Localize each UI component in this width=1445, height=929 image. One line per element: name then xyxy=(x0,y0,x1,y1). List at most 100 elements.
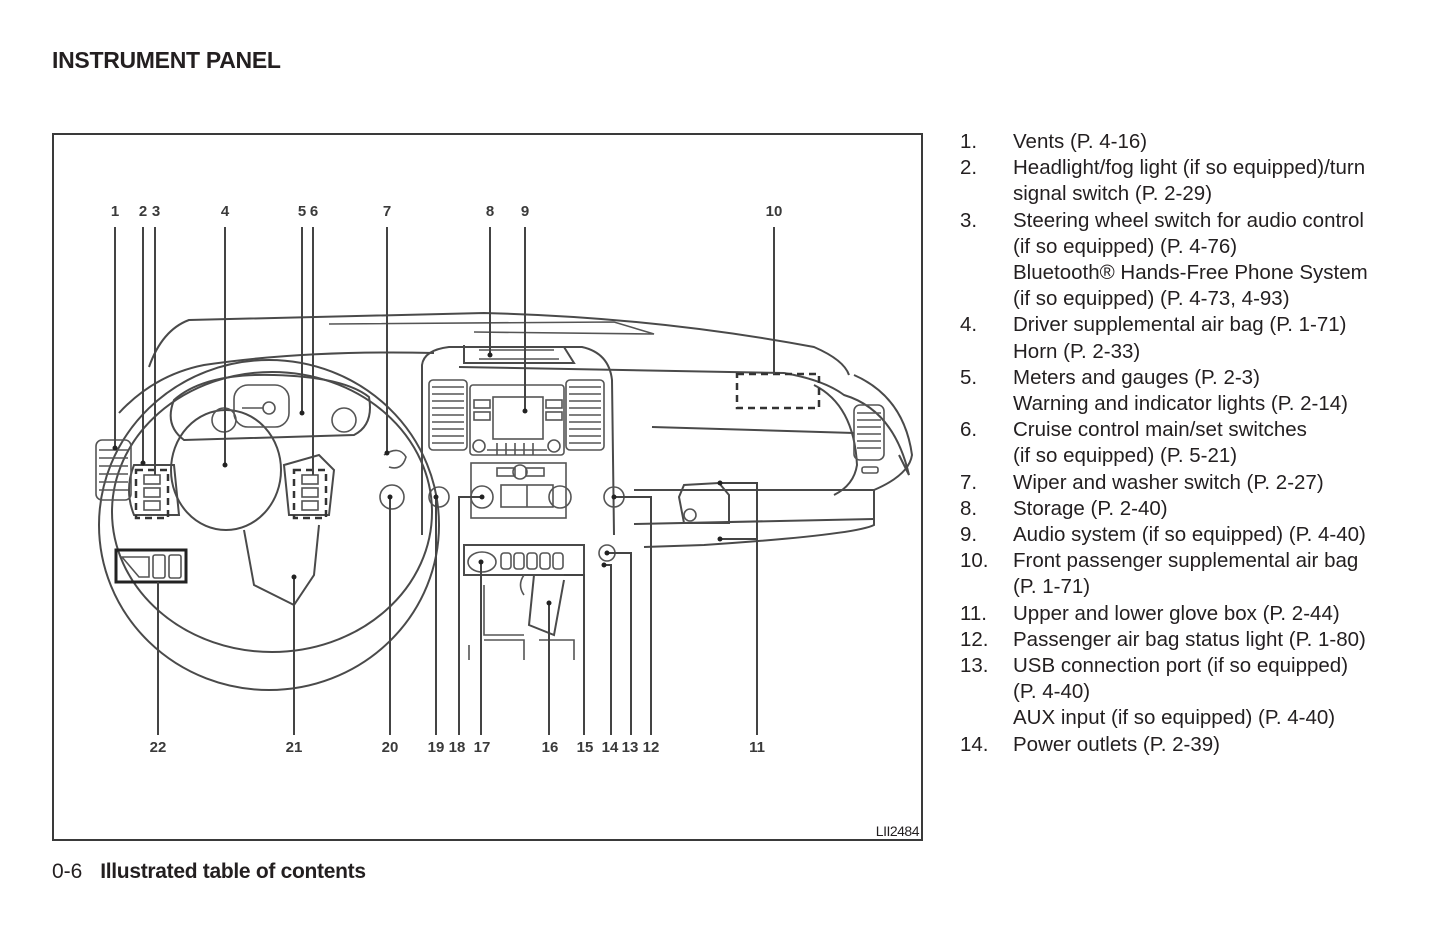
legend-item-text: Meters and gauges (P. 2-3) xyxy=(1013,365,1260,389)
legend-item-text: (P. 4-40) xyxy=(1013,680,1091,704)
storage-compartment xyxy=(463,345,576,364)
legend-list: 1. Vents (P. 4-16)2.Headlight/fog light (… xyxy=(960,129,1430,758)
callout-21: 21 xyxy=(286,739,303,756)
page-footer: 0-6 Illustrated table of contents xyxy=(52,860,366,884)
legend-item: 4.Driver supplemental air bag (P. 1-71)H… xyxy=(960,312,1430,364)
callout-19: 19 xyxy=(428,739,445,756)
legend-item-number: 4. xyxy=(960,313,978,337)
legend-item-text: Front passenger supplemental air bag xyxy=(1013,549,1359,573)
legend-item-number: 7. xyxy=(960,470,978,494)
dash-middle-line xyxy=(651,426,855,434)
callout-20: 20 xyxy=(382,739,399,756)
legend-item-number: 6. xyxy=(960,418,978,442)
legend-item-text: Cruise control main/set switches xyxy=(1013,418,1307,442)
legend-item-number: 8. xyxy=(960,496,978,520)
passenger-side-curve xyxy=(813,384,859,496)
legend-item: 7. Wiper and washer switch (P. 2-27) xyxy=(960,470,1430,496)
legend-item: 2.Headlight/fog light (if so equipped)/t… xyxy=(960,155,1430,207)
legend-item-text: Wiper and washer switch (P. 2-27) xyxy=(1013,470,1324,494)
leader-lines xyxy=(112,227,775,735)
legend-item-text: Storage (P. 2-40) xyxy=(1013,496,1168,520)
callout-15: 15 xyxy=(577,739,594,756)
steering-wheel-inner xyxy=(111,371,433,653)
wiper-stalk xyxy=(383,449,407,469)
legend-item: 8. Storage (P. 2-40) xyxy=(960,496,1430,522)
center-stack-outer xyxy=(421,346,615,536)
audio-switch-area xyxy=(134,468,170,520)
page-number: 0-6 xyxy=(52,860,83,883)
dashboard-drawing xyxy=(95,311,914,691)
ignition-switch xyxy=(379,484,405,510)
legend-item: 12. Passenger air bag status light (P. 1-… xyxy=(960,627,1430,653)
callout-4: 4 xyxy=(221,203,230,220)
lower-left-switch-panel xyxy=(114,548,188,584)
legend-item-text: (if so equipped) (P. 4-73, 4-93) xyxy=(1013,287,1290,311)
passenger-airbag-area xyxy=(735,372,821,410)
legend-item: 1. Vents (P. 4-16) xyxy=(960,129,1430,155)
legend-item-text: Vents (P. 4-16) xyxy=(1013,130,1148,153)
legend-item-number: 9. xyxy=(960,523,978,547)
callout-22: 22 xyxy=(150,739,167,756)
legend-item-text: Upper and lower glove box (P. 2-44) xyxy=(1013,601,1340,625)
lower-spoke xyxy=(243,524,320,607)
callout-11: 11 xyxy=(749,739,765,756)
glove-box-divider xyxy=(633,518,875,525)
dash-top-edge xyxy=(148,311,850,376)
driver-side-vent xyxy=(95,439,132,501)
meter-cluster xyxy=(169,373,371,442)
legend-item-number: 2. xyxy=(960,156,978,180)
legend-item: 5.Meters and gauges (P. 2-3)Warning and … xyxy=(960,365,1430,417)
legend-item-number: 11. xyxy=(960,601,987,625)
legend-item-number: 13. xyxy=(960,654,989,678)
right-spoke xyxy=(282,453,336,516)
legend-item-text: USB connection port (if so equipped) xyxy=(1013,654,1349,678)
callout-17: 17 xyxy=(474,739,491,756)
legend-item-text: (P. 1-71) xyxy=(1013,575,1091,599)
legend-item-number: 10. xyxy=(960,549,989,573)
callout-14: 14 xyxy=(602,739,619,756)
legend-item-text: Passenger air bag status light (P. 1-80) xyxy=(1013,627,1366,651)
dash-upper-contour xyxy=(118,351,435,414)
center-vent-left xyxy=(428,379,468,451)
instrument-panel-figure: 1 2 3 4 5 6 7 8 9 10 22 21 20 19 18 17 1… xyxy=(52,133,923,841)
cruise-switch-area xyxy=(292,468,328,520)
passenger-end-panel xyxy=(853,374,914,491)
legend-item-number: 12. xyxy=(960,627,989,651)
legend-item-number: 14. xyxy=(960,732,989,756)
callout-3: 3 xyxy=(152,203,160,220)
legend-item-text: signal switch (P. 2-29) xyxy=(1013,182,1213,206)
steering-wheel-rim xyxy=(98,359,440,691)
legend-item-text: Steering wheel switch for audio control xyxy=(1013,208,1364,232)
shift-lever xyxy=(527,574,565,637)
callout-12: 12 xyxy=(643,739,660,756)
legend-item-text: (if so equipped) (P. 5-21) xyxy=(1013,444,1238,468)
callout-7: 7 xyxy=(383,203,391,220)
legend-item-text: Warning and indicator lights (P. 2-14) xyxy=(1013,392,1349,416)
legend-item-text: Audio system (if so equipped) (P. 4-40) xyxy=(1013,523,1366,547)
audio-unit xyxy=(469,384,565,456)
callout-16: 16 xyxy=(542,739,559,756)
legend-item: 6. Cruise control main/set switches(if so… xyxy=(960,417,1430,469)
chapter-title: Illustrated table of contents xyxy=(100,860,366,883)
callout-9: 9 xyxy=(521,203,529,220)
legend-item-text: Power outlets (P. 2-39) xyxy=(1013,732,1221,756)
figure-id: LII2484 xyxy=(875,823,920,839)
top-callouts: 1 2 3 4 5 6 7 8 9 10 xyxy=(111,203,783,220)
legend-item-number: 1. xyxy=(960,130,978,153)
legend-item-number: 3. xyxy=(960,208,978,232)
legend-item: 3. Steering wheel switch for audio contro… xyxy=(960,208,1430,313)
bottom-callouts: 22 21 20 19 18 17 16 15 14 13 12 11 xyxy=(150,739,765,756)
callout-8: 8 xyxy=(486,203,494,220)
legend-item-text: Horn (P. 2-33) xyxy=(1013,339,1141,363)
callout-2: 2 xyxy=(139,203,147,220)
callout-13: 13 xyxy=(622,739,639,756)
audio-display xyxy=(492,396,544,440)
climate-controls xyxy=(470,462,567,519)
callout-1: 1 xyxy=(111,203,119,220)
glove-box-lower xyxy=(634,489,875,548)
legend-item: 14. Power outlets (P. 2-39) xyxy=(960,732,1430,758)
section-title: INSTRUMENT PANEL xyxy=(52,47,281,73)
callout-10: 10 xyxy=(766,203,783,220)
legend-item-text: AUX input (if so equipped) (P. 4-40) xyxy=(1013,706,1336,730)
center-vent-right xyxy=(565,379,605,451)
